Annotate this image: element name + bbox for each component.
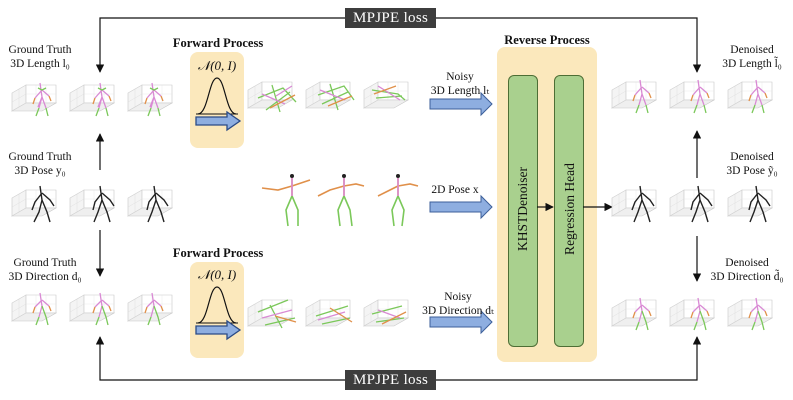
blue-arrow-2d-pose [429, 194, 493, 220]
gaussian-formula-top: 𝒩(0, I) [197, 58, 237, 73]
gt-direction-plots [11, 292, 173, 326]
noisy-direction-plots [247, 299, 409, 329]
forward-arrow-top [195, 110, 242, 132]
2d-pose-figures [261, 174, 419, 227]
top-loss-label: MPJPE loss [345, 8, 437, 28]
noisy-length-plots [247, 81, 409, 113]
regression-head-block [554, 75, 584, 347]
bottom-loss-label: MPJPE loss [345, 370, 437, 390]
2d-pose-label: 2D Pose x [431, 184, 479, 196]
denoised-pose-plots [611, 185, 773, 223]
denoised-direction-plots [611, 297, 773, 331]
gaussian-top [196, 77, 238, 115]
gaussian-formula-bottom: 𝒩(0, I) [197, 267, 237, 282]
denoised-length-plots [611, 79, 773, 114]
gaussian-bottom [196, 286, 238, 324]
reverse-title: Reverse Process [504, 33, 590, 47]
forward-title-bottom: Forward Process [172, 246, 264, 260]
gt-pose-plots [11, 185, 173, 223]
forward-title-top: Forward Process [172, 36, 264, 50]
forward-arrow-bottom [195, 319, 242, 341]
blue-arrow-noisy-direction [429, 309, 493, 335]
denoiser-block [508, 75, 538, 347]
blue-arrow-noisy-length [429, 91, 493, 117]
gt-length-plots [11, 82, 173, 117]
